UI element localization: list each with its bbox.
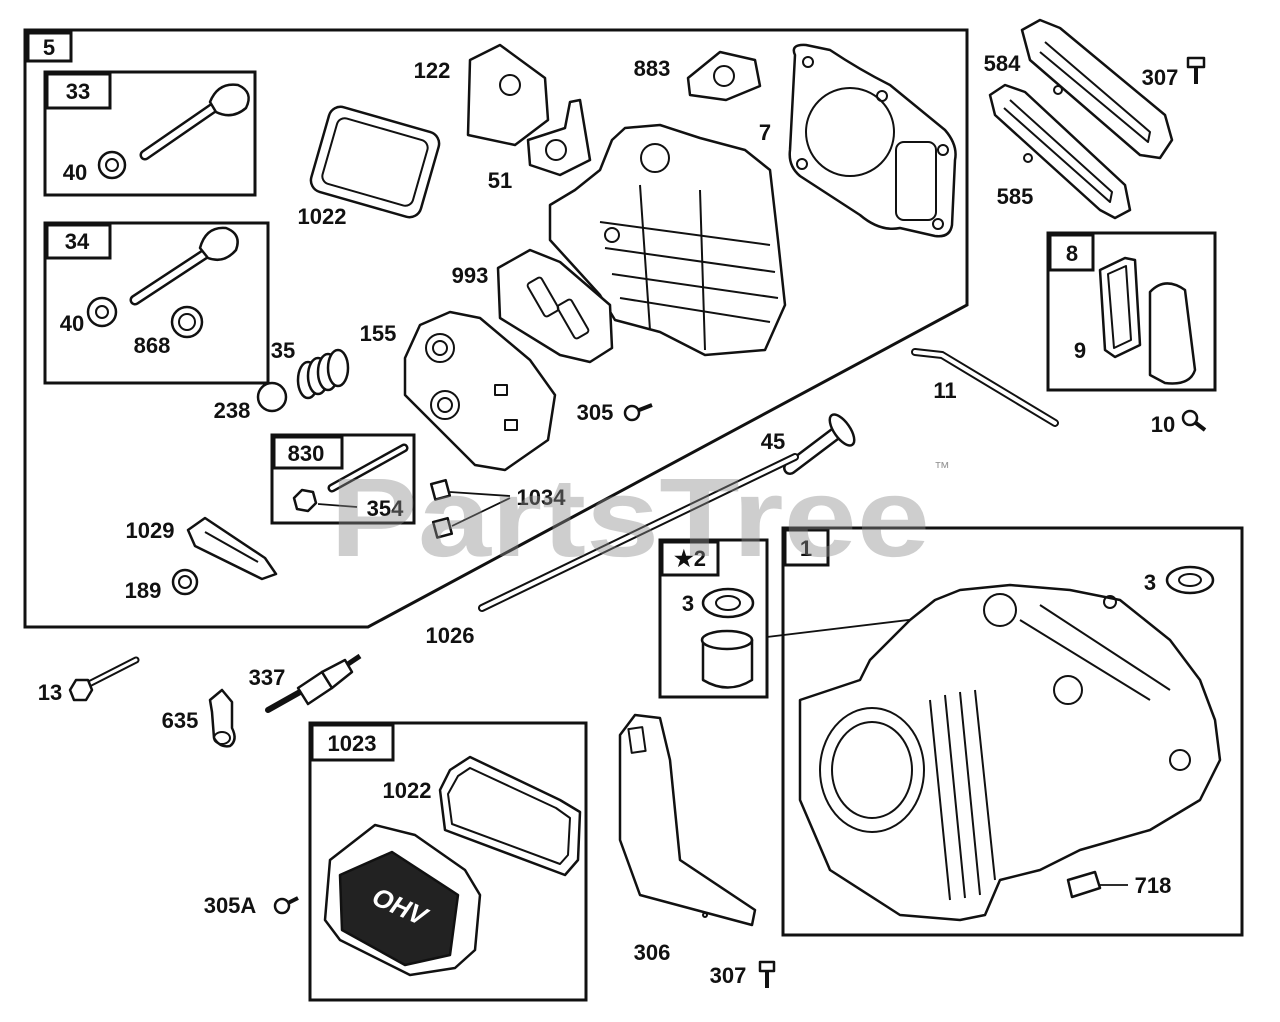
clips-1034-drawing [429, 478, 511, 539]
shield-306-drawing [618, 713, 757, 927]
callout-1034: 1034 [517, 485, 567, 510]
dipstick-tube-11-drawing [911, 348, 1059, 427]
gasket-883-drawing [686, 50, 762, 102]
bolt-305a-drawing [273, 896, 299, 915]
frame-assembly-5: 5 [23, 28, 969, 629]
callout-7: 7 [759, 120, 771, 145]
frame-kit-1023: 1023 [308, 721, 588, 1002]
callout-1022-kit: 1022 [383, 778, 432, 803]
callout-307-top: 307 [1142, 65, 1179, 90]
frame-kit-34: 34 [43, 221, 270, 385]
frame-kit-830: 830 [270, 433, 416, 525]
bolt-307-top-drawing [1186, 56, 1206, 84]
callout-306: 306 [634, 940, 671, 965]
callout-189: 189 [125, 578, 162, 603]
callout-307-bottom: 307 [710, 963, 747, 988]
frame-kit-2: ★2 [658, 538, 769, 699]
callout-1029: 1029 [126, 518, 175, 543]
bolt-305-drawing [623, 403, 653, 422]
plate-155-drawing [403, 310, 557, 472]
box-label-34: 34 [65, 229, 90, 254]
callout-40-bottom: 40 [60, 311, 84, 336]
callout-883: 883 [634, 56, 671, 81]
box-label-33: 33 [66, 79, 90, 104]
callout-155: 155 [360, 321, 397, 346]
gasket-51-drawing [526, 98, 592, 177]
trademark-symbol: ™ [934, 460, 950, 477]
gasket-993-drawing [496, 248, 614, 364]
frame-kit-33: 33 [43, 70, 257, 197]
gasket-584-drawing [1020, 18, 1174, 160]
valve-33-drawing [139, 83, 250, 161]
callout-305: 305 [577, 400, 614, 425]
callout-305a: 305A [204, 893, 257, 918]
valve-cover-1023-drawing: OHV [323, 823, 482, 977]
callout-1022-top: 1022 [298, 204, 347, 229]
frame-kit-1: 1 [781, 526, 1244, 937]
rocker-arm-1029-drawing [186, 516, 278, 581]
cover-gasket-1022-kit-drawing [438, 755, 582, 877]
bolt-10-drawing [1181, 409, 1207, 432]
cylinder-block-1-drawing [798, 583, 1222, 922]
elbow-635-drawing [208, 688, 236, 748]
callout-3-kit1: 3 [1144, 570, 1156, 595]
callout-993: 993 [452, 263, 489, 288]
callout-337: 337 [249, 665, 286, 690]
callout-35: 35 [271, 338, 295, 363]
box-label-1023: 1023 [328, 731, 377, 756]
keeper-40-bottom-drawing [86, 296, 118, 328]
box-label-830: 830 [288, 441, 325, 466]
bolt-307-bottom-drawing [758, 960, 776, 988]
box-label-1: 1 [800, 536, 812, 561]
ring-3-kit2-drawing [701, 587, 755, 619]
callout-9: 9 [1074, 338, 1086, 363]
callout-354: 354 [367, 496, 404, 521]
callout-13: 13 [38, 680, 62, 705]
box-label-8: 8 [1066, 241, 1078, 266]
callout-51: 51 [488, 168, 512, 193]
head-gasket-7-drawing [788, 43, 957, 238]
callout-45: 45 [761, 429, 785, 454]
bolt-13-drawing [68, 656, 140, 702]
callout-3-kit2: 3 [682, 591, 694, 616]
kit2-leader-line [766, 617, 926, 638]
frame-kit-8: 8 [1046, 231, 1217, 392]
callout-718: 718 [1135, 873, 1172, 898]
gasket-122-drawing [466, 43, 550, 147]
pin-718-drawing [1066, 870, 1128, 899]
spark-plug-337-drawing [265, 653, 362, 713]
gasket-585-drawing [988, 83, 1132, 220]
spring-35-drawing [296, 348, 350, 400]
cover-gasket-1022-drawing [309, 105, 441, 219]
pushrod-1026-drawing [478, 453, 799, 612]
seal-868-drawing [170, 305, 204, 339]
callout-635: 635 [162, 708, 199, 733]
tube-45-drawing [783, 413, 856, 475]
callout-40-top: 40 [63, 160, 87, 185]
breather-8-drawing [1098, 256, 1197, 385]
callout-10: 10 [1151, 412, 1175, 437]
callout-238: 238 [214, 398, 251, 423]
box-label-2: ★2 [674, 546, 706, 571]
callout-585: 585 [997, 184, 1034, 209]
cap-238-drawing [256, 381, 288, 413]
callout-584: 584 [984, 51, 1021, 76]
bushing-kit2-drawing [700, 629, 754, 689]
callout-1026: 1026 [426, 623, 475, 648]
watermark-text: PartsTree [330, 455, 930, 580]
box-label-5: 5 [43, 35, 55, 60]
valve-34-drawing [129, 226, 239, 306]
keeper-40-top-drawing [97, 150, 127, 180]
callout-122: 122 [414, 58, 451, 83]
callout-868: 868 [134, 333, 171, 358]
ring-3-kit1-drawing [1165, 565, 1215, 595]
rocker-stud-830-drawing [292, 443, 409, 513]
nut-189-drawing [171, 568, 199, 596]
callout-labels: 40 40 868 122 883 7 584 307 51 1022 585 … [38, 51, 1179, 988]
callout-11: 11 [933, 378, 956, 403]
